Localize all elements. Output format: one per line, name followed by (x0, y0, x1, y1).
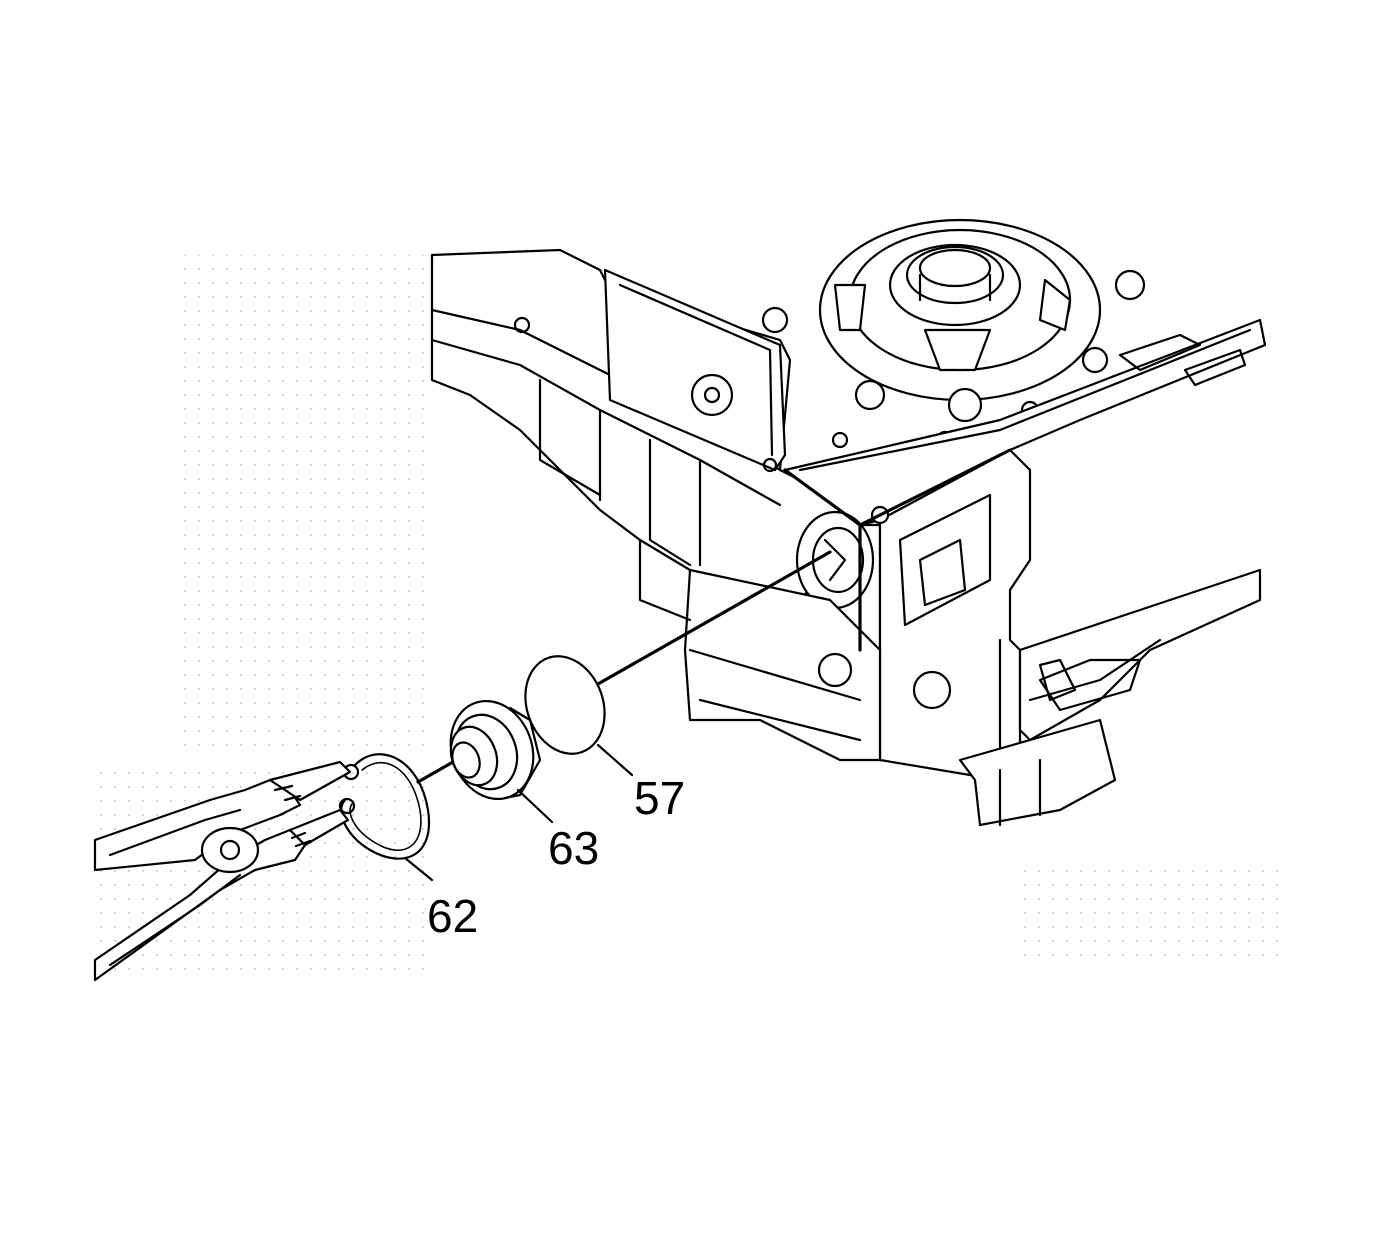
snap-ring-pliers-icon (93, 760, 352, 982)
o-ring-seal (524, 655, 606, 755)
callout-62-label: 62 (427, 890, 478, 942)
callout-57-label: 57 (634, 772, 685, 824)
callout-leaders (403, 743, 634, 882)
accumulator-cover-plug (449, 699, 542, 801)
callout-63-label: 63 (548, 822, 599, 874)
transmission-case-illustration (430, 218, 1267, 827)
